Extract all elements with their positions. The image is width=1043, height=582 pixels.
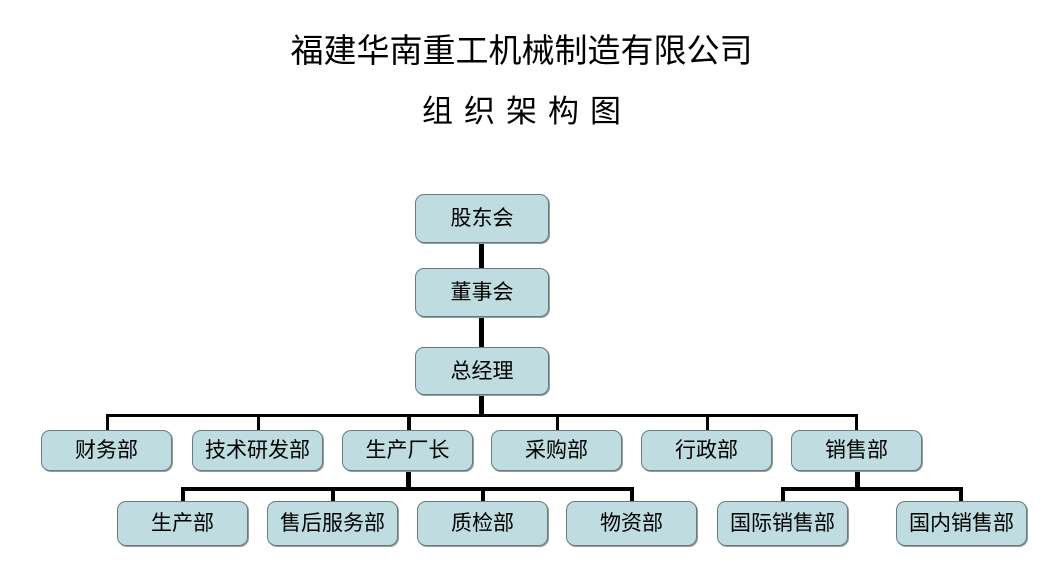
node-production-manager[interactable]: 生产厂长 — [342, 430, 473, 471]
node-label: 生产部 — [151, 511, 214, 535]
connector-drop-sales — [855, 414, 858, 431]
page-subtitle: 组织架构图 — [422, 94, 632, 130]
connector-drop-quality — [481, 487, 485, 502]
connector-drop-aftersales — [331, 487, 335, 502]
node-after-sales-service-dept[interactable]: 售后服务部 — [267, 501, 398, 546]
connector-gm-stem — [479, 394, 484, 416]
connector-drop-purchasing — [556, 414, 559, 431]
connector-drop-admin — [706, 414, 709, 431]
node-board-of-directors[interactable]: 董事会 — [415, 268, 549, 317]
node-materials-dept[interactable]: 物资部 — [566, 501, 697, 546]
connector-drop-rnd — [257, 414, 260, 431]
connector-drop-materials — [630, 487, 634, 502]
node-domestic-sales-dept[interactable]: 国内销售部 — [896, 501, 1027, 546]
node-general-manager[interactable]: 总经理 — [415, 347, 549, 395]
node-label: 国际销售部 — [730, 511, 835, 535]
node-label: 总经理 — [450, 358, 514, 383]
connector-shareholders-board — [479, 242, 484, 270]
node-rnd-dept[interactable]: 技术研发部 — [192, 430, 323, 471]
page-title: 福建华南重工机械制造有限公司 — [290, 31, 753, 70]
node-label: 财务部 — [75, 438, 138, 462]
node-shareholders-meeting[interactable]: 股东会 — [415, 194, 549, 243]
node-label: 技术研发部 — [205, 438, 310, 462]
connector-level5-bus-sales — [781, 487, 963, 491]
node-label: 生产厂长 — [365, 438, 450, 462]
node-label: 董事会 — [450, 280, 514, 304]
connector-production-manager-stem — [406, 469, 411, 490]
connector-drop-production-manager — [407, 414, 411, 431]
node-quality-inspection-dept[interactable]: 质检部 — [417, 501, 548, 546]
node-label: 国内销售部 — [909, 511, 1014, 535]
node-label: 股东会 — [450, 206, 514, 230]
title-block: 福建华南重工机械制造有限公司 — [0, 34, 1043, 67]
node-label: 物资部 — [600, 511, 663, 535]
node-production-dept[interactable]: 生产部 — [117, 501, 248, 546]
connector-board-gm — [479, 316, 484, 350]
connector-sales-stem — [855, 469, 860, 490]
node-sales-dept[interactable]: 销售部 — [791, 430, 922, 471]
connector-drop-production-dept — [181, 487, 185, 502]
connector-drop-intl-sales — [781, 487, 785, 502]
node-label: 采购部 — [525, 438, 588, 462]
connector-level4-bus-left — [106, 414, 480, 417]
node-finance-dept[interactable]: 财务部 — [41, 430, 172, 471]
connector-level4-bus-right — [480, 414, 858, 417]
node-label: 质检部 — [451, 511, 514, 535]
node-purchasing-dept[interactable]: 采购部 — [491, 430, 622, 471]
node-international-sales-dept[interactable]: 国际销售部 — [717, 501, 848, 546]
connector-drop-domestic-sales — [959, 487, 963, 502]
connector-drop-finance — [106, 414, 109, 431]
node-label: 售后服务部 — [280, 511, 385, 535]
node-label: 行政部 — [675, 438, 738, 462]
connector-level5-bus-left — [181, 487, 633, 491]
subtitle-block: 组织架构图 — [0, 97, 1043, 128]
node-admin-dept[interactable]: 行政部 — [641, 430, 772, 471]
node-label: 销售部 — [825, 438, 888, 462]
